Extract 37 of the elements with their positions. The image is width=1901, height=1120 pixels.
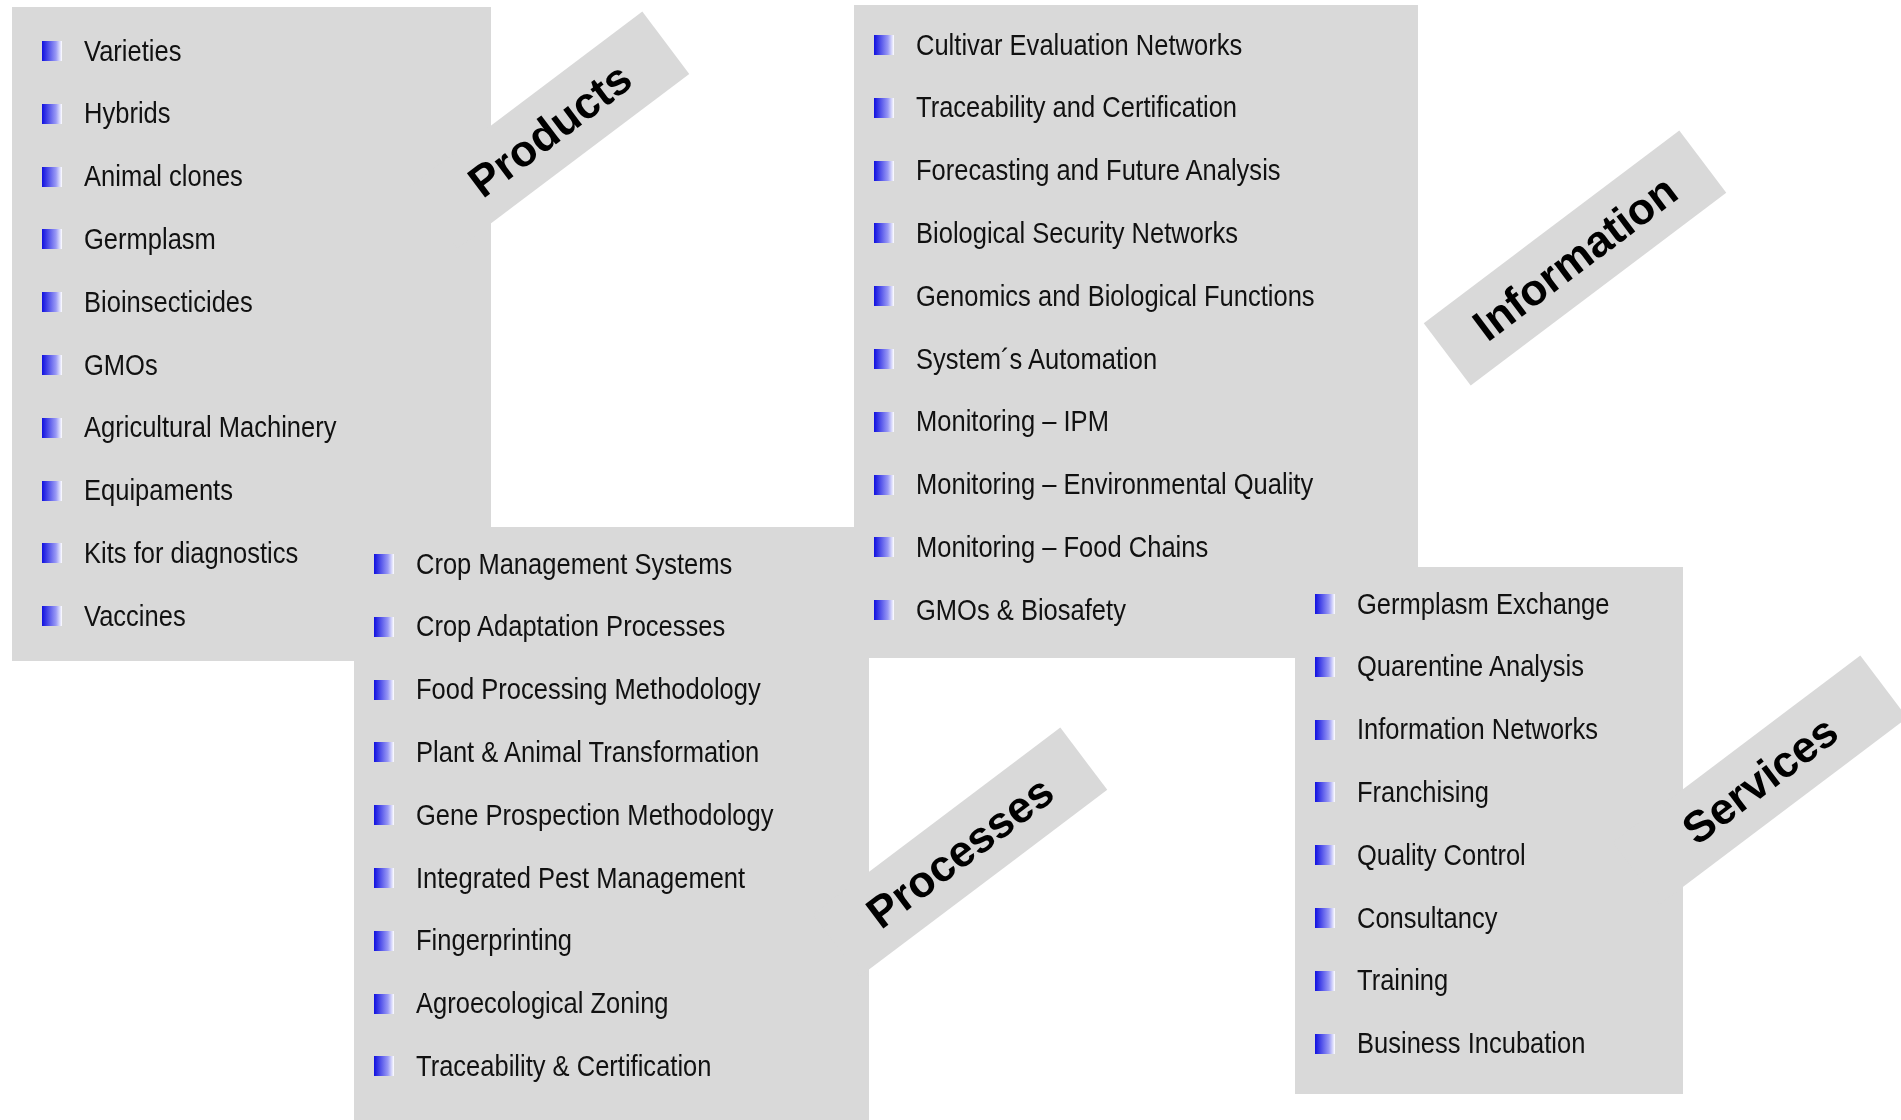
list-item: Forecasting and Future Analysis [916,154,1281,188]
list-item: Crop Adaptation Processes [416,610,726,644]
list-item: Business Incubation [1357,1027,1586,1061]
list-item: Quarentine Analysis [1357,650,1584,684]
list-item: Cultivar Evaluation Networks [916,28,1243,62]
list-item: Fingerprinting [416,924,573,958]
list-item: Monitoring – Environmental Quality [916,468,1314,502]
list-item: Traceability & Certification [416,1049,712,1083]
list-item: GMOs & Biosafety [916,593,1126,627]
list-item: Crop Management Systems [416,547,733,581]
list-item: Agricultural Machinery [84,411,337,445]
list-item: Hybrids [84,97,171,131]
list-item: Training [1357,964,1449,998]
list-item: Traceability and Certification [916,91,1238,125]
list-item: Gene Prospection Methodology [416,798,774,832]
list-item: Germplasm [84,222,216,256]
list-item: Bioinsecticides [84,285,253,319]
list-item: Genomics and Biological Functions [916,279,1315,313]
list-item: Animal clones [84,160,243,194]
list-item: Quality Control [1357,838,1526,872]
list-item: Kits for diagnostics [84,536,299,570]
list-item: Agroecological Zoning [416,987,669,1021]
list-item: Germplasm Exchange [1357,587,1610,621]
list-item: Information Networks [1357,713,1599,747]
list-item: Monitoring – IPM [916,405,1109,439]
list-item: Consultancy [1357,901,1498,935]
list-item: Varieties [84,34,182,68]
list-item: System´s Automation [916,342,1158,376]
list-item: Biological Security Networks [916,216,1238,250]
list-item: Integrated Pest Management [416,861,746,895]
list-item: Equipaments [84,474,233,508]
list-item: Plant & Animal Transformation [416,735,760,769]
list-item: GMOs [84,348,158,382]
list-item: Vaccines [84,599,186,633]
list-item: Franchising [1357,775,1489,809]
list-item: Food Processing Methodology [416,673,761,707]
list-item: Monitoring – Food Chains [916,530,1209,564]
